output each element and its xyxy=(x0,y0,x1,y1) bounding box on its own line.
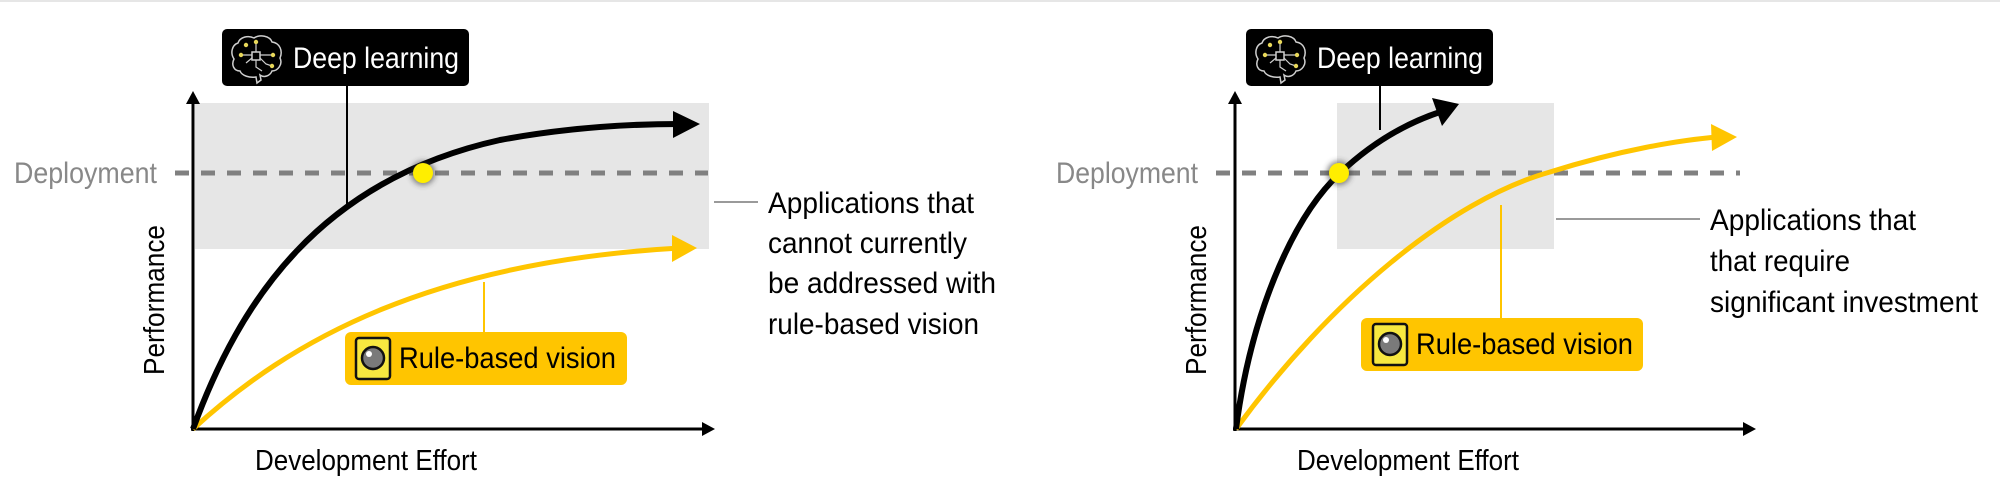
camera-lens-icon xyxy=(1371,322,1409,367)
rule-based-arrowhead xyxy=(672,235,697,262)
deep-learning-label: Deep learning xyxy=(1317,42,1483,75)
region-annotation-line: that require xyxy=(1710,245,1850,278)
region-annotation-line: be addressed with xyxy=(768,267,996,300)
panel-left: Deployment Performance Development Effor… xyxy=(14,29,996,477)
region-significant-investment xyxy=(1337,103,1554,249)
y-axis-label: Performance xyxy=(139,225,171,375)
deployment-point xyxy=(1329,163,1349,183)
deep-learning-arrowhead xyxy=(1432,98,1459,126)
deep-learning-arrowhead xyxy=(673,111,700,138)
rule-based-arrowhead xyxy=(1711,124,1737,151)
deployment-point xyxy=(413,163,433,183)
brain-circuit-icon xyxy=(231,35,282,85)
region-annotation: Applications that cannot currently be ad… xyxy=(768,187,996,341)
region-annotation-line: Applications that xyxy=(768,187,975,220)
brain-circuit-icon xyxy=(1255,35,1306,85)
y-axis-arrowhead xyxy=(186,91,200,104)
x-axis-arrowhead xyxy=(1743,422,1756,436)
region-annotation-line: Applications that xyxy=(1710,204,1917,237)
region-annotation-line: significant investment xyxy=(1710,286,1979,319)
x-axis-label: Development Effort xyxy=(255,445,477,477)
x-axis-label: Development Effort xyxy=(1297,445,1519,477)
x-axis-arrowhead xyxy=(702,422,715,436)
rule-based-curve xyxy=(191,245,681,431)
deep-learning-tag: Deep learning xyxy=(1246,29,1493,86)
rule-based-tag: Rule-based vision xyxy=(345,332,627,385)
region-annotation: Applications that that require significa… xyxy=(1710,204,1979,319)
rule-based-curve xyxy=(1233,134,1719,431)
deep-learning-curve xyxy=(190,121,681,431)
rule-based-label: Rule-based vision xyxy=(399,342,616,375)
rule-based-label: Rule-based vision xyxy=(1416,328,1633,361)
deep-learning-curve xyxy=(1233,109,1441,430)
deployment-label: Deployment xyxy=(14,157,158,190)
region-annotation-line: rule-based vision xyxy=(768,308,979,341)
y-axis-label: Performance xyxy=(1181,225,1213,375)
deployment-label: Deployment xyxy=(1056,157,1199,190)
rule-based-tag: Rule-based vision xyxy=(1361,318,1643,371)
y-axis-arrowhead xyxy=(1228,91,1242,104)
camera-lens-icon xyxy=(354,336,392,381)
region-annotation-line: cannot currently xyxy=(768,227,967,260)
top-border xyxy=(0,0,2000,2)
deep-learning-label: Deep learning xyxy=(293,42,459,75)
deep-learning-tag: Deep learning xyxy=(222,29,469,86)
panel-right: Deployment Performance Development Effor… xyxy=(1056,29,1979,477)
